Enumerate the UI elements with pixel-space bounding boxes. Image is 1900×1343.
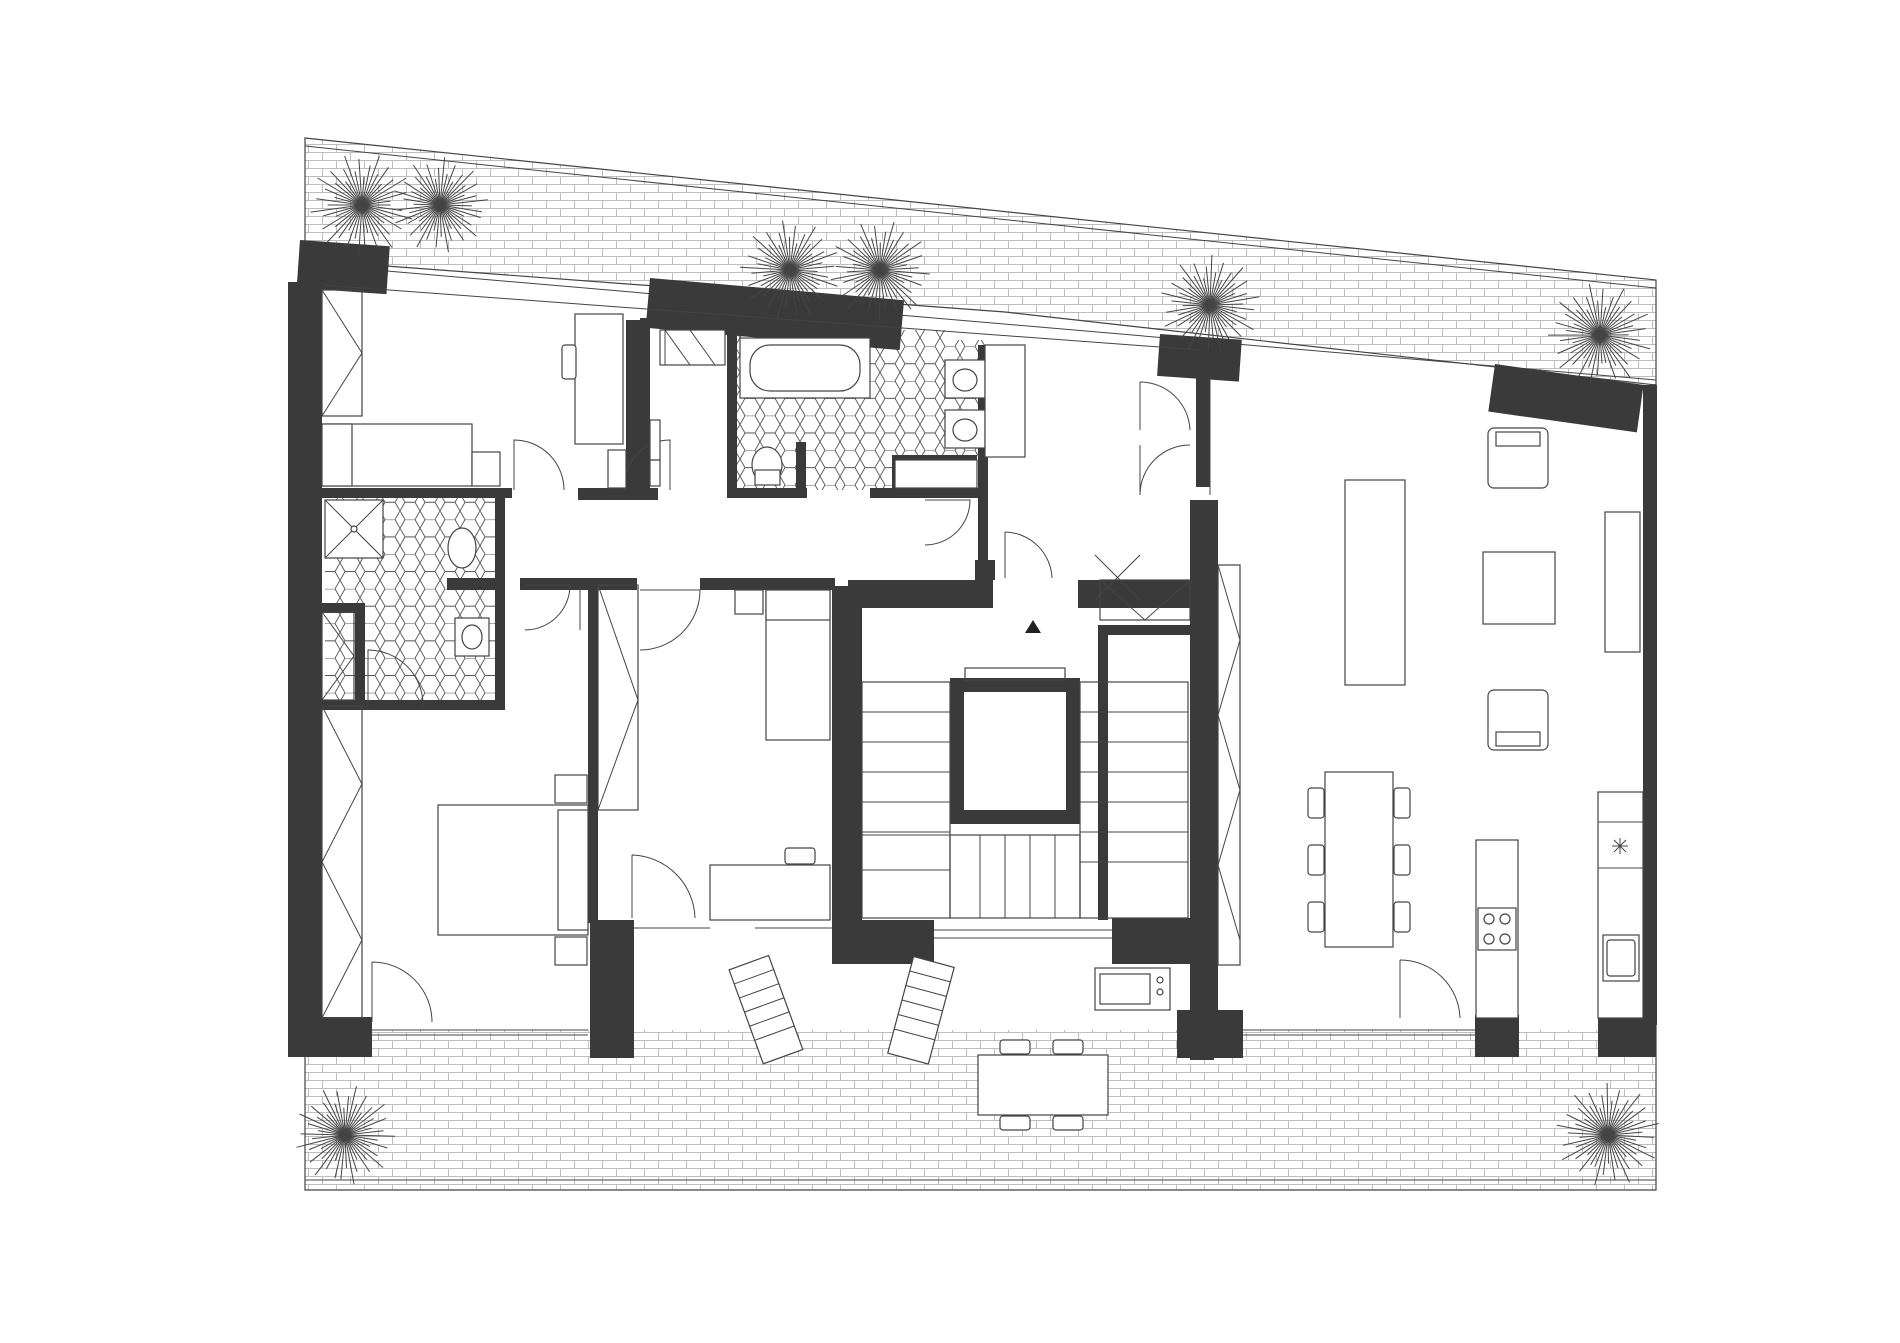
chair-icon [1052, 1039, 1084, 1055]
chair-icon [1307, 787, 1325, 819]
plant-icon [1161, 254, 1260, 354]
terrace-furniture [728, 954, 1171, 1131]
cooktop-icon [1477, 907, 1517, 951]
doors [367, 381, 1461, 1023]
staircase [861, 620, 1189, 919]
desk [574, 313, 624, 445]
sun-lounger-icon [728, 954, 804, 1065]
chair-icon [1307, 901, 1325, 933]
bathroom-2-fixtures [739, 337, 1026, 489]
living-room-furniture [1307, 427, 1644, 1019]
chair-icon [784, 847, 816, 865]
kitchen-counter [1597, 791, 1644, 1019]
master-bedroom-furniture [437, 774, 589, 966]
chair-icon [1393, 901, 1411, 933]
north-terrace [304, 137, 1657, 386]
plants [296, 155, 1659, 1186]
sofa [1344, 479, 1406, 686]
outdoor-table [977, 1054, 1109, 1116]
bedroom-2-furniture [709, 589, 831, 921]
desk [709, 864, 831, 921]
dining-table [1324, 771, 1394, 948]
chair-icon [999, 1039, 1031, 1055]
chair-icon [561, 344, 577, 380]
walls [288, 240, 1657, 1060]
plant-icon [310, 155, 413, 257]
bedroom-1-furniture [321, 313, 726, 489]
plant-icon [1547, 283, 1651, 387]
plant-icon [740, 220, 838, 319]
plant-icon [296, 1086, 396, 1185]
coffee-table [1482, 551, 1556, 625]
plant-icon [830, 221, 930, 321]
plant-icon [1556, 1082, 1659, 1186]
chair-icon [1307, 844, 1325, 876]
plant-icon [393, 157, 488, 253]
chair-icon [1393, 844, 1411, 876]
wardrobes [321, 289, 1241, 1019]
bathroom-1-fixtures [324, 499, 490, 657]
toilet-icon [447, 527, 477, 569]
windows [321, 284, 1475, 1036]
triangle-up-icon [1025, 620, 1041, 633]
sun-lounger-icon [887, 955, 955, 1065]
sideboard [1604, 511, 1641, 653]
chair-icon [1393, 787, 1411, 819]
sink-icon [454, 617, 490, 657]
chair-icon [1052, 1115, 1084, 1131]
chair-icon [999, 1115, 1031, 1131]
